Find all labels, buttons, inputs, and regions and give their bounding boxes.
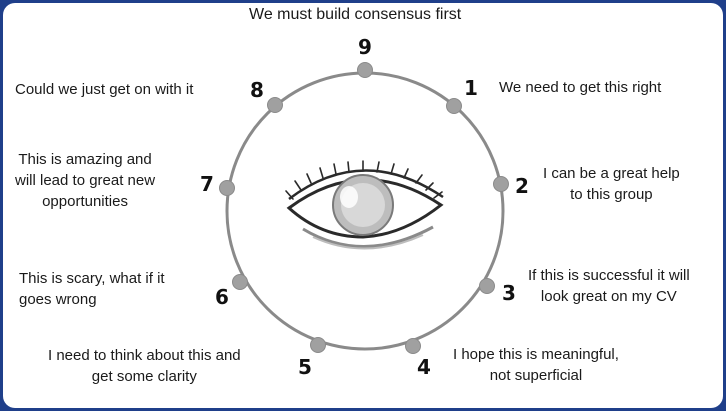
number-3: 3 xyxy=(502,281,516,305)
label-4: I hope this is meaningful, not superfici… xyxy=(453,346,619,384)
node-5 xyxy=(310,337,326,353)
node-8 xyxy=(267,97,283,113)
node-1 xyxy=(446,98,462,114)
node-7 xyxy=(219,180,235,196)
number-2: 2 xyxy=(515,174,529,198)
node-2 xyxy=(493,176,509,192)
node-9 xyxy=(357,62,373,78)
number-4: 4 xyxy=(417,355,431,379)
node-3 xyxy=(479,278,495,294)
label-7: This is amazing and will lead to great n… xyxy=(15,151,156,210)
diagram-title: We must build consensus first xyxy=(249,6,462,23)
number-5: 5 xyxy=(298,355,312,379)
number-9: 9 xyxy=(358,35,372,59)
eye-icon xyxy=(285,160,444,250)
label-5: I need to think about this and get some … xyxy=(48,347,241,385)
label-1: We need to get this right xyxy=(499,79,662,96)
label-6: This is scary, what if it goes wrong xyxy=(19,270,165,308)
node-6 xyxy=(232,274,248,290)
number-7: 7 xyxy=(200,172,214,196)
label-8: Could we just get on with it xyxy=(15,81,194,98)
number-6: 6 xyxy=(215,285,229,309)
label-2: I can be a great help to this group xyxy=(543,165,680,203)
diagram-frame: We must build consensus first 9 1 2 3 4 … xyxy=(3,3,723,408)
number-8: 8 xyxy=(250,78,264,102)
enneagram-circle xyxy=(219,62,509,354)
label-3: If this is successful it will look great… xyxy=(528,267,690,305)
node-4 xyxy=(405,338,421,354)
number-1: 1 xyxy=(464,76,478,100)
